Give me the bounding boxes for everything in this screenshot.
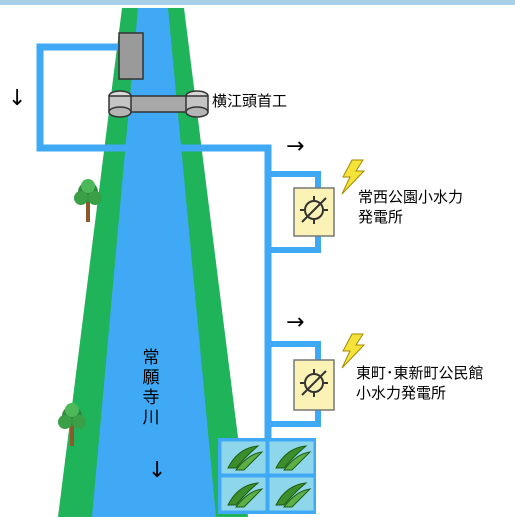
top-border — [0, 0, 515, 5]
plant1-label-line2: 発電所 — [358, 208, 404, 226]
river-flow-arrow: ↓ — [148, 458, 167, 483]
plant2-outflow — [268, 410, 321, 427]
gate-block — [118, 32, 144, 80]
tree-icon — [74, 179, 102, 222]
river-name: 常 願 寺 川 — [141, 348, 161, 428]
flow-arrow-down-left: ↓ — [8, 86, 27, 111]
left-channel — [36, 43, 122, 152]
farm-fields — [218, 438, 316, 514]
flow-arrow-right-2: → — [286, 310, 305, 335]
plant1-inflow — [268, 171, 321, 188]
plant2-inflow — [268, 341, 321, 360]
tree-icon — [58, 403, 86, 446]
plant1-generator-icon — [293, 187, 335, 237]
plant2-generator-icon — [293, 359, 335, 411]
plant2-label-line2: 小水力発電所 — [356, 384, 447, 402]
river-name-char: 川 — [142, 408, 160, 428]
weir-structure — [108, 90, 209, 118]
plant1-lightning-icon — [341, 159, 366, 195]
river-water — [92, 8, 216, 517]
weir-label: 横江頭首工 — [212, 92, 288, 110]
plant1-outflow — [268, 236, 321, 253]
river-name-char: 寺 — [142, 388, 160, 408]
river-name-char: 願 — [142, 368, 160, 388]
plant1-label-line1: 常西公園小水力 — [358, 188, 464, 206]
river-name-char: 常 — [142, 348, 160, 368]
rice-plant-icon — [227, 445, 312, 508]
flow-arrow-right-1: → — [286, 134, 305, 159]
plant2-label-line1: 東町･東新町公民館 — [356, 364, 484, 382]
plant2-lightning-icon — [341, 333, 366, 369]
